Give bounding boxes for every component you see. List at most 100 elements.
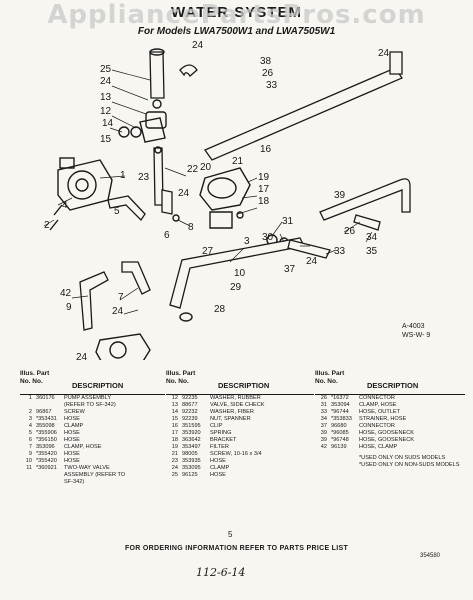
part-description: HOSE [210, 458, 226, 464]
item-number: 11 [26, 465, 32, 471]
part-description: SCREW, 10-16 x 3/4 [210, 451, 262, 457]
diagram-code: A-4003 WS-W- 9 [402, 323, 431, 339]
item-number: 39 [320, 437, 327, 443]
callout-30: 30 [262, 232, 274, 243]
part-description: CONNECTOR [359, 395, 395, 401]
two-way-valve-drawing [95, 333, 151, 360]
callout-16: 16 [260, 144, 272, 155]
callout-24f: 24 [112, 306, 124, 317]
item-number: 10 [25, 458, 32, 464]
part-description: HOSE [64, 437, 80, 443]
table-notes: *USED ONLY ON SUDS MODELS *USED ONLY ON … [315, 455, 465, 469]
part-number: *355906 [36, 430, 57, 436]
hose-39-drawing [319, 178, 411, 221]
callout-24e: 24 [306, 256, 318, 267]
part-description: HOSE, GOOSENECK [359, 437, 415, 443]
part-number: *353833 [331, 416, 352, 422]
item-number: 17 [171, 430, 178, 436]
callout-22: 22 [187, 164, 199, 175]
item-number: 2 [28, 409, 32, 415]
page-title: WATER SYSTEM [171, 4, 302, 21]
pump-assembly-drawing [49, 157, 113, 231]
callout-23: 23 [138, 172, 150, 183]
item-number: 34 [320, 416, 327, 422]
part-description: PUMP ASSEMBLY (REFER TO SF-342) [64, 395, 116, 408]
callout-33a: 33 [266, 80, 278, 91]
part-number: 92235 [182, 395, 198, 401]
item-number: 33 [320, 409, 327, 415]
table-row: 19 353497 FILTER [166, 444, 314, 451]
callout-4: 4 [62, 200, 68, 211]
part-number: 96139 [331, 444, 347, 450]
part-number: 98005 [182, 451, 198, 457]
part-number: 88677 [182, 402, 198, 408]
part-number: 353497 [182, 444, 201, 450]
callout-12: 12 [100, 106, 112, 117]
part-description: CLAMP, HOSE [359, 402, 397, 408]
part-description: NUT, SPANNER [210, 416, 251, 422]
item-number: 16 [171, 423, 178, 429]
note-non-suds: *USED ONLY ON NON-SUDS MODELS [359, 462, 460, 468]
part-description: VALVE, SIDE CHECK [210, 402, 265, 408]
callout-25: 25 [100, 64, 112, 75]
callout-29: 29 [230, 282, 242, 293]
filter-drawing [199, 167, 251, 229]
callout-10: 10 [234, 268, 246, 279]
hose-38-drawing [204, 67, 403, 161]
table-row: 10 *355420 HOSE [20, 458, 165, 465]
part-number: 355098 [36, 423, 55, 429]
item-number: 23 [171, 458, 178, 464]
item-number: 42 [320, 444, 327, 450]
part-description: SCREW [64, 409, 85, 415]
item-number: 21 [171, 451, 178, 457]
callout-26a: 26 [262, 68, 274, 79]
item-number: 7 [28, 444, 32, 450]
part-description: CLAMP [210, 465, 230, 471]
callout-2: 2 [44, 220, 50, 231]
page-subtitle: For Models LWA7500W1 and LWA7505W1 [137, 26, 336, 37]
part-description: CLIP [210, 423, 223, 429]
callout-8: 8 [188, 222, 194, 233]
callout-5: 5 [114, 206, 120, 217]
part-description: CLAMP, HOSE [64, 444, 102, 450]
item-number: 19 [171, 444, 178, 450]
page-number: 5 [228, 530, 233, 539]
part-number: *96744 [331, 409, 349, 415]
part-description: TWO-WAY VALVE ASSEMBLY (REFER TO SF-342) [64, 465, 126, 485]
part-number: *96085 [331, 430, 349, 436]
part-number: *355420 [36, 458, 57, 464]
callout-31: 31 [282, 216, 294, 227]
item-number: 25 [171, 472, 178, 478]
part-number: 360176 [36, 395, 55, 401]
washer-drawing [152, 99, 162, 109]
item-number: 9 [28, 451, 32, 457]
callout-19: 19 [258, 172, 270, 183]
part-description: FILTER [210, 444, 229, 450]
part-description: WASHER, FIBER [210, 409, 254, 415]
callout-34: 34 [366, 232, 378, 243]
part-description: HOSE [64, 416, 80, 422]
ordering-footer: FOR ORDERING INFORMATION REFER TO PARTS … [124, 545, 349, 552]
part-description: HOSE [64, 458, 80, 464]
parts-column-3: Illus. Part No. No. DESCRIPTION 26*16372… [315, 368, 465, 469]
callout-6: 6 [164, 230, 170, 241]
part-number: 363642 [182, 437, 201, 443]
part-description: HOSE [64, 451, 80, 457]
callout-24d: 24 [178, 188, 190, 199]
part-description: HOSE [64, 430, 80, 436]
